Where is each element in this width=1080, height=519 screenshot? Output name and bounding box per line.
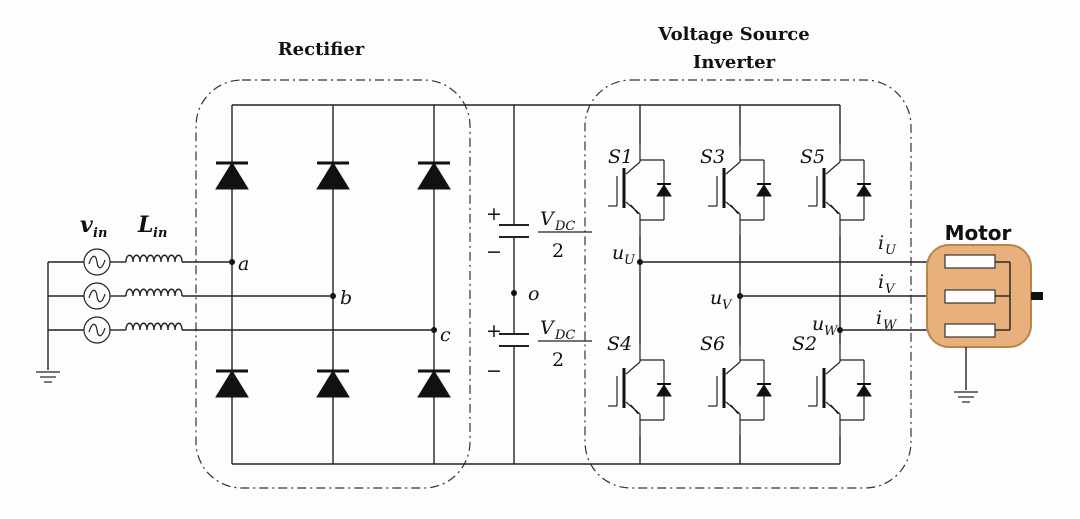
- rectifier-box: [195, 79, 471, 489]
- cap-upper-plus: +: [486, 203, 502, 225]
- iw-sub: W: [883, 318, 898, 333]
- cap-upper-minus: −: [486, 241, 502, 263]
- inverter-title-line1: Voltage Source: [657, 24, 809, 45]
- uu-sub: U: [624, 253, 636, 268]
- vin-sub: in: [93, 226, 107, 241]
- iv-label: i: [878, 271, 884, 293]
- switch-s5-label: S5: [800, 146, 825, 168]
- diode-a-upper: [214, 161, 250, 191]
- diode-c-upper: [416, 161, 452, 191]
- inductor-icon: [125, 288, 183, 297]
- motor-label: Motor: [945, 221, 1012, 245]
- cap-lower-minus: −: [486, 360, 502, 382]
- rectifier-bridge: [214, 104, 640, 465]
- iu-sub: U: [885, 243, 897, 258]
- vdc-upper-sub: DC: [554, 219, 575, 234]
- igbt-s6-icon: [708, 345, 771, 435]
- inverter-title-line2: Inverter: [693, 52, 776, 73]
- vin-label: v: [80, 212, 93, 238]
- rectifier-title: Rectifier: [278, 39, 365, 60]
- diode-b-upper: [315, 161, 351, 191]
- iv-sub: V: [885, 282, 896, 297]
- inductor-icon: [125, 254, 183, 263]
- inductor-icon: [125, 322, 183, 331]
- node-c-label: c: [440, 324, 451, 346]
- switch-s3-label: S3: [700, 146, 725, 168]
- node-o-label: o: [528, 283, 539, 305]
- node-b-label: b: [340, 287, 352, 309]
- igbt-s2-icon: [808, 345, 871, 435]
- uv-label: u: [710, 287, 722, 309]
- uu-label: u: [612, 242, 624, 264]
- motor: [926, 244, 1043, 403]
- ac-input: [35, 248, 434, 383]
- switch-s1-label: S1: [608, 146, 633, 168]
- ac-source-icon: [83, 316, 111, 344]
- iu-label: i: [878, 232, 884, 254]
- ac-source-icon: [83, 248, 111, 276]
- dc-link: [499, 105, 592, 464]
- cap-lower-plus: +: [486, 320, 502, 342]
- node-a-label: a: [238, 253, 249, 275]
- vdc-upper-num: V: [540, 208, 556, 230]
- vdc-lower-num: V: [540, 317, 556, 339]
- uw-sub: W: [824, 324, 839, 339]
- uw-label: u: [812, 313, 824, 335]
- uv-sub: V: [722, 298, 733, 313]
- iw-label: i: [876, 307, 882, 329]
- inverter-box: [584, 79, 912, 489]
- diode-c-lower: [416, 369, 452, 399]
- diode-a-lower: [214, 369, 250, 399]
- lin-sub: in: [153, 226, 167, 241]
- switch-s2-label: S2: [792, 333, 817, 355]
- igbt-s4-icon: [608, 345, 671, 435]
- lin-label: L: [137, 212, 153, 238]
- vdc-upper-den: 2: [552, 240, 564, 262]
- vdc-lower-sub: DC: [554, 328, 575, 343]
- diode-b-lower: [315, 369, 351, 399]
- ac-source-icon: [83, 282, 111, 310]
- vdc-lower-den: 2: [552, 349, 564, 371]
- inverter-bridge: [608, 104, 945, 465]
- switch-s6-label: S6: [700, 333, 725, 355]
- switch-s4-label: S4: [607, 333, 632, 355]
